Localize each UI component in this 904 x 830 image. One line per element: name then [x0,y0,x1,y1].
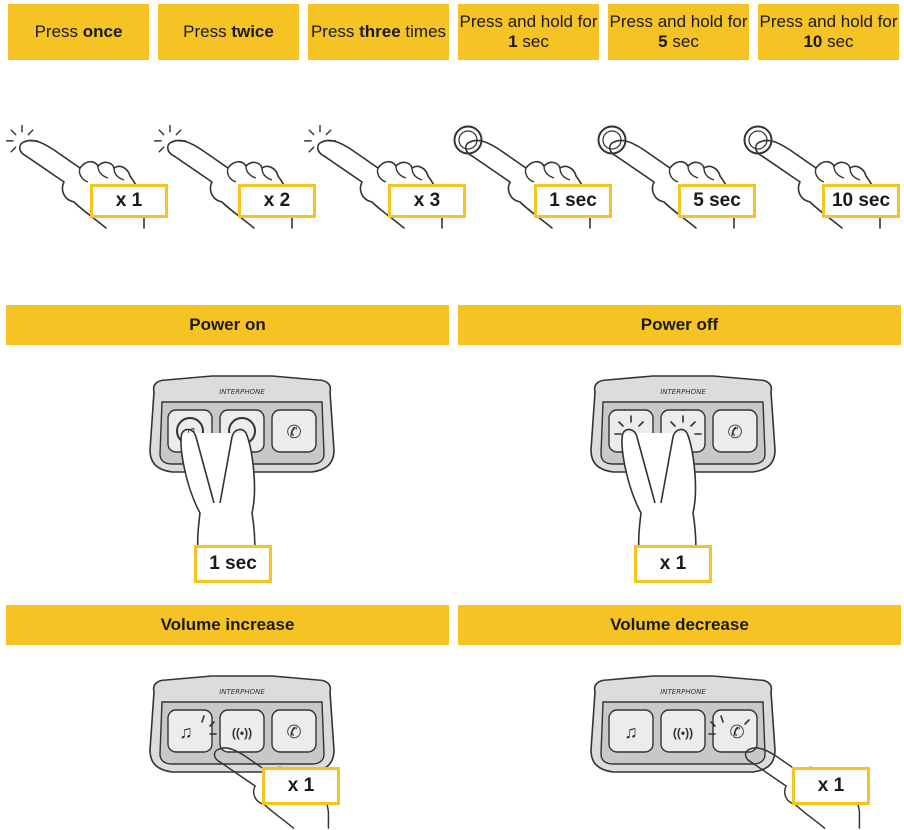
section-volume-decrease-title: Volume decrease [458,605,901,645]
device-volume-increase: INTERPHONE ♫ ((•)) ✆ [142,672,342,829]
tap-burst-icon [708,715,750,735]
count-box: x 1 [262,767,340,805]
music-note-icon: ♫ [179,722,193,742]
phone-icon: ✆ [286,422,301,442]
hand-hold-1: 1 sec [448,110,612,230]
device-illustration: INTERPHONE ♫ ((•)) ✆ [142,672,342,782]
legend-hold-5: Press and hold for 5 sec [608,4,749,60]
count-box: 10 sec [822,184,900,218]
device-illustration: INTERPHONE ✆ [583,372,783,482]
count-box: 5 sec [678,184,756,218]
device-brand-label: INTERPHONE [660,388,706,396]
legend-hold-10: Press and hold for 10 sec [758,4,899,60]
device-brand-label: INTERPHONE [219,688,265,696]
hand-illustrations-row: x 1 x 2 x 3 1 sec 5 sec 1 [0,110,904,230]
count-box: x 1 [90,184,168,218]
hand-tap-twice: x 2 [150,110,316,230]
tap-burst-icon [614,415,702,435]
device-brand-label: INTERPHONE [660,688,706,696]
hand-tap-three: x 3 [300,110,466,230]
hand-hold-5: 5 sec [592,110,756,230]
phone-icon: ✆ [286,722,301,742]
count-box: 1 sec [194,545,272,583]
press-legend-row: Press once Press twice Press three times… [8,4,899,60]
music-note-icon: ♫ [624,722,638,742]
two-finger-hand [621,428,697,568]
intercom-icon: ((•)) [232,726,252,740]
hand-tap-once: x 1 [2,110,168,230]
device-illustration: INTERPHONE ♫ ((•)) ✆ [583,672,783,782]
section-power-on-title: Power on [6,305,449,345]
section-volume-increase-title: Volume increase [6,605,449,645]
hand-hold-10: 10 sec [738,110,900,230]
legend-press-twice: Press twice [158,4,299,60]
count-box: x 1 [792,767,870,805]
phone-icon: ✆ [727,422,742,442]
device-brand-label: INTERPHONE [219,388,265,396]
phone-icon: ✆ [729,722,744,742]
tap-burst-icon [201,715,217,735]
legend-press-three: Press three times [308,4,449,60]
count-box: x 2 [238,184,316,218]
section-power-off-title: Power off [458,305,901,345]
device-power-off: INTERPHONE ✆ [583,372,783,568]
legend-press-once: Press once [8,4,149,60]
legend-hold-1: Press and hold for 1 sec [458,4,599,60]
count-box: 1 sec [534,184,612,218]
device-volume-decrease: INTERPHONE ♫ ((•)) ✆ [583,672,861,829]
intercom-icon: ((•)) [673,726,693,740]
two-finger-hand [180,428,256,568]
count-box: x 3 [388,184,466,218]
device-power-on: INTERPHONE ♫ ✆ [142,372,342,568]
count-box: x 1 [634,545,712,583]
